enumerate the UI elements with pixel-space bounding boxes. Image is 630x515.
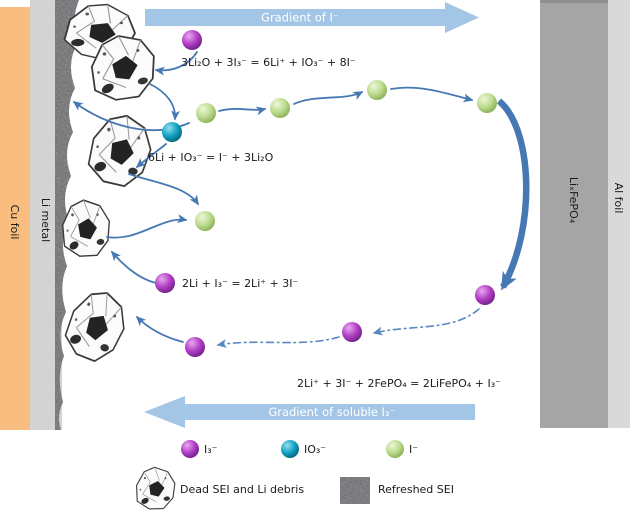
arrow-iodide-chain-2 xyxy=(293,91,364,105)
iodide-sphere xyxy=(196,103,216,123)
iodide-sphere xyxy=(367,80,387,100)
legend-refreshed-sei-swatch xyxy=(340,477,370,504)
equation-iodate-reduction: 6Li + IO₃⁻ = I⁻ + 3Li₂O xyxy=(148,151,274,164)
arrow-iodide-chain-1 xyxy=(218,106,267,116)
arrow-triiodide-return-1 xyxy=(372,308,480,336)
cathode-label: LiₓFePO₄ xyxy=(567,177,580,224)
iodide-sphere xyxy=(477,93,497,113)
legend-iodate-label: IO₃⁻ xyxy=(304,443,326,456)
arrow-triiodide-to-li-surface xyxy=(111,250,163,285)
legend-dead-sei-icon xyxy=(132,464,179,513)
legend-triiodide-sphere xyxy=(181,440,199,458)
arrow-triiodide-to-crystal-lower xyxy=(135,315,184,343)
arrow-surface-to-iodide xyxy=(106,214,188,239)
arrow-triiodide-to-sei xyxy=(154,51,198,76)
li-metal-label: Li metal xyxy=(39,198,52,242)
legend: I₃⁻ IO₃⁻ I⁻ Dead SEI and Li debris Refre… xyxy=(132,440,454,513)
dead-sei-crystal xyxy=(60,284,133,367)
triiodide-sphere xyxy=(182,30,202,50)
legend-iodide-sphere xyxy=(386,440,404,458)
arrow-iodate-to-crystal xyxy=(135,143,167,168)
bottom-gradient-arrow: Gradient of soluble I₃⁻ xyxy=(144,396,475,428)
triiodide-sphere xyxy=(155,273,175,293)
arrow-iodide-chain-3 xyxy=(390,86,474,103)
arrow-sei-to-iodate xyxy=(149,83,181,121)
equation-cathode-reaction: 2Li⁺ + 3I⁻ + 2FePO₄ = 2LiFePO₄ + I₃⁻ xyxy=(297,377,501,390)
cathode-layer xyxy=(540,0,608,428)
cu-foil-label: Cu foil xyxy=(8,205,21,240)
cathode-top-edge xyxy=(540,0,608,3)
cu-foil-layer xyxy=(0,7,30,430)
legend-iodate-sphere xyxy=(281,440,299,458)
bottom-gradient-label: Gradient of soluble I₃⁻ xyxy=(268,405,395,419)
dead-sei-crystal xyxy=(56,195,116,262)
iodide-sphere xyxy=(195,211,215,231)
legend-iodide-label: I⁻ xyxy=(409,443,418,456)
legend-dead-sei-label: Dead SEI and Li debris xyxy=(180,483,304,496)
arrow-cathode-conversion xyxy=(496,98,530,291)
equation-sei-oxidation: 3Li₂O + 3I₃⁻ = 6Li⁺ + IO₃⁻ + 8I⁻ xyxy=(181,56,356,69)
triiodide-sphere xyxy=(475,285,495,305)
equation-triiodide-reduction: 2Li + I₃⁻ = 2Li⁺ + 3I⁻ xyxy=(182,277,299,290)
iodate-sphere xyxy=(162,122,182,142)
triiodide-sphere xyxy=(185,337,205,357)
dead-sei-crystal xyxy=(85,111,155,190)
arrow-triiodide-return-2 xyxy=(216,336,340,348)
legend-refreshed-sei-label: Refreshed SEI xyxy=(378,483,454,496)
arrow-crystal-to-iodide xyxy=(128,173,199,206)
al-foil-layer xyxy=(608,0,630,428)
top-gradient-arrow: Gradient of I⁻ xyxy=(145,2,479,33)
top-gradient-label: Gradient of I⁻ xyxy=(261,11,339,25)
triiodide-sphere xyxy=(342,322,362,342)
legend-triiodide-label: I₃⁻ xyxy=(204,443,218,456)
al-foil-label: Al foil xyxy=(612,183,625,214)
iodide-sphere xyxy=(270,98,290,118)
